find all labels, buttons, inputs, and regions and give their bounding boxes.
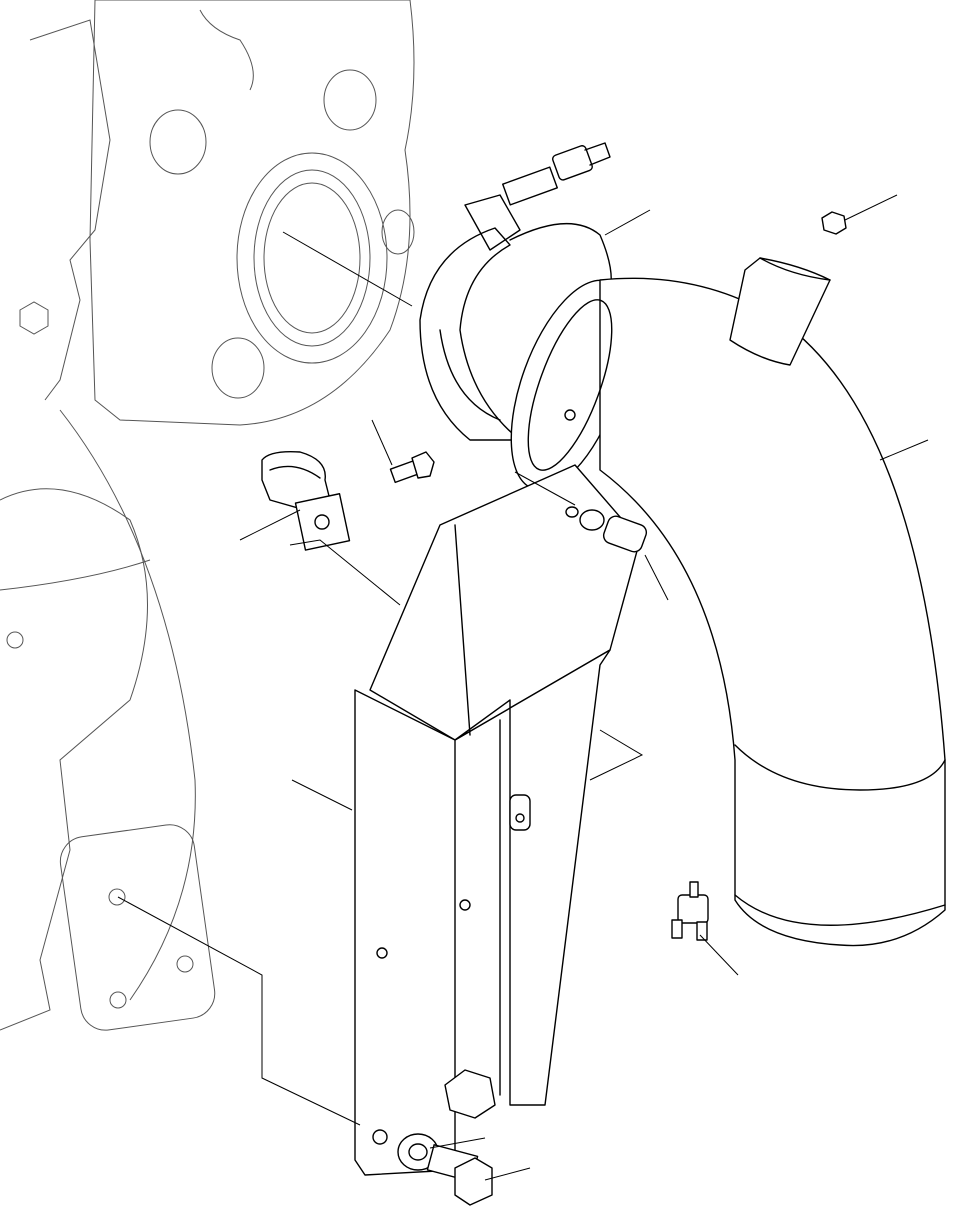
- exhaust-manifold: [0, 409, 216, 1031]
- temperature-sensor: [671, 881, 709, 941]
- bolt-small: [389, 451, 435, 484]
- pipe-clamp: [261, 450, 351, 551]
- v-band-clamp: [419, 142, 612, 441]
- elbow-pipe: [510, 257, 946, 947]
- mounting-bracket: [354, 464, 641, 1176]
- nut: [821, 211, 847, 235]
- bottom-fasteners: [397, 1069, 496, 1206]
- washer-bolt-top: [565, 506, 648, 553]
- turbocharger-housing: [19, 0, 415, 426]
- leader-lines: [117, 194, 929, 1181]
